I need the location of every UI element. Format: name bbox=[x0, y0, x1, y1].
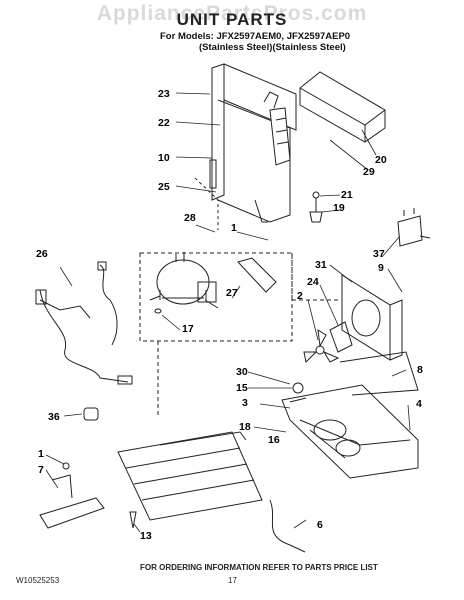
callout-23: 23 bbox=[158, 88, 170, 100]
callout-29: 29 bbox=[363, 166, 375, 178]
callout-4: 4 bbox=[416, 398, 422, 410]
callout-15: 15 bbox=[236, 382, 248, 394]
watermark: AppliancePartsPros.com bbox=[96, 2, 368, 25]
callout-31: 31 bbox=[315, 259, 327, 271]
callout-17: 17 bbox=[182, 323, 194, 335]
callout-26: 26 bbox=[36, 248, 48, 260]
callout-6: 6 bbox=[317, 519, 323, 531]
ordering-note: FOR ORDERING INFORMATION REFER TO PARTS … bbox=[140, 563, 378, 572]
callout-3: 3 bbox=[242, 397, 248, 409]
callout-20: 20 bbox=[375, 154, 387, 166]
compressor-cap-27 bbox=[237, 257, 277, 293]
condenser-coil bbox=[117, 431, 263, 521]
finish-line: (Stainless Steel)(Stainless Steel) bbox=[199, 42, 346, 53]
callout-28: 28 bbox=[184, 212, 196, 224]
callout-1-bottom: 1 bbox=[38, 448, 44, 460]
callout-21: 21 bbox=[341, 189, 353, 201]
callout-37: 37 bbox=[373, 248, 385, 260]
duct-insulation bbox=[299, 71, 386, 143]
callout-9: 9 bbox=[378, 262, 384, 274]
callout-leaders bbox=[45, 92, 411, 533]
callout-18: 18 bbox=[239, 421, 251, 433]
callout-27: 27 bbox=[226, 287, 238, 299]
callout-25: 25 bbox=[158, 181, 170, 193]
callout-22: 22 bbox=[158, 117, 170, 129]
callout-16: 16 bbox=[268, 434, 280, 446]
page-number: 17 bbox=[228, 576, 237, 585]
fan-motor-24 bbox=[329, 321, 353, 353]
machine-base-plate bbox=[281, 351, 419, 479]
bracket-21-19 bbox=[309, 191, 323, 223]
fan-blade-2 bbox=[303, 329, 340, 364]
drain-tube-6 bbox=[269, 499, 306, 553]
callout-8: 8 bbox=[417, 364, 423, 376]
bracket-7 bbox=[39, 462, 105, 529]
relay-37 bbox=[397, 208, 431, 247]
callout-36: 36 bbox=[48, 411, 60, 423]
compressor bbox=[149, 252, 277, 314]
callout-19: 19 bbox=[333, 202, 345, 214]
machine-compartment-cover bbox=[209, 63, 297, 223]
doc-number: W10525253 bbox=[16, 576, 60, 585]
part-36 bbox=[83, 407, 99, 421]
models-line: For Models: JFX2597AEM0, JFX2597AEP0 bbox=[160, 31, 351, 42]
page-title: UNIT PARTS bbox=[176, 10, 288, 29]
callout-30: 30 bbox=[236, 366, 248, 378]
wire-harness-26 bbox=[35, 261, 133, 385]
callout-2: 2 bbox=[297, 290, 303, 302]
callout-7: 7 bbox=[38, 464, 44, 476]
condenser-fan-shroud bbox=[341, 274, 403, 361]
callout-10: 10 bbox=[158, 152, 170, 164]
callout-24: 24 bbox=[307, 276, 319, 288]
callout-1-top: 1 bbox=[231, 222, 237, 234]
callout-13: 13 bbox=[140, 530, 152, 542]
screw-13 bbox=[129, 511, 137, 529]
